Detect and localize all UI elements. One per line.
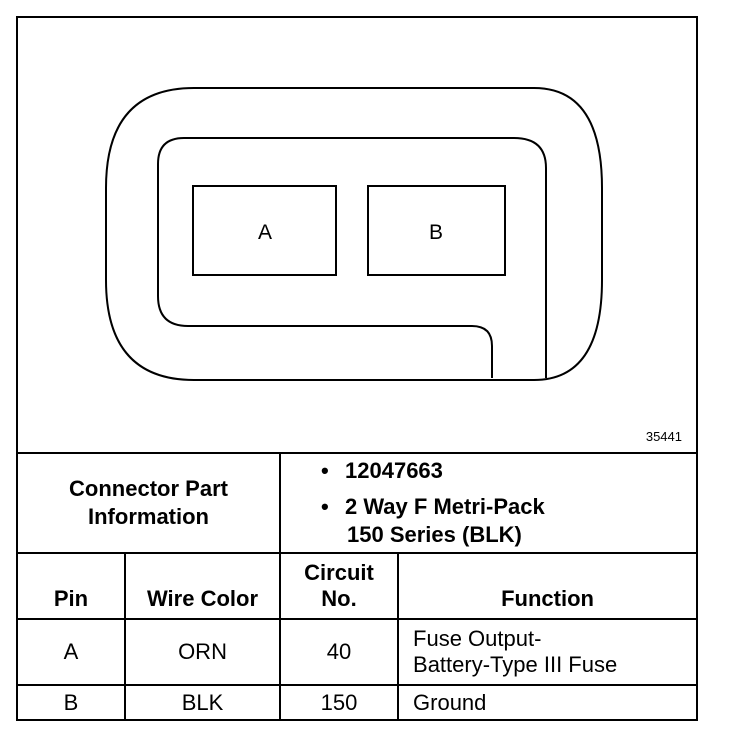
connector-part-label-line1: Connector Part — [69, 476, 228, 501]
function-cell: Ground — [397, 684, 697, 720]
wire-color-cell: ORN — [123, 618, 282, 686]
circuit-cell: 150 — [279, 684, 400, 720]
pin-cell: A — [18, 618, 126, 686]
header-circuit-no: Circuit No. — [279, 552, 400, 620]
figure-reference-number: 35441 — [645, 429, 682, 444]
connector-outer-outline — [105, 87, 603, 381]
header-circuit-line1: Circuit — [304, 560, 374, 585]
function-cell: Fuse Output- Battery-Type III Fuse — [397, 618, 697, 686]
cavity-a-label: A — [258, 221, 272, 244]
wire-color-cell: BLK — [123, 684, 282, 720]
header-circuit-line2: No. — [321, 586, 357, 611]
connector-part-label-line2: Information — [88, 504, 209, 529]
connector-figure: A B 35441 Connector Part Information •12… — [16, 16, 698, 721]
connector-info-table: Connector Part Information •12047663 •2 … — [18, 452, 697, 720]
function-line2: Battery-Type III Fuse — [413, 652, 618, 677]
connector-description-line2: 150 Series (BLK) — [347, 522, 522, 547]
cavity-b-label: B — [429, 221, 443, 244]
header-function: Function — [397, 552, 697, 620]
table-row: B BLK 150 Ground — [18, 684, 697, 720]
cavity-b-box — [367, 185, 506, 276]
pin-cell: B — [18, 684, 126, 720]
cavity-a-box — [192, 185, 337, 276]
table-header-row: Pin Wire Color Circuit No. Function — [18, 552, 697, 620]
connector-part-row: Connector Part Information •12047663 •2 … — [18, 452, 697, 554]
connector-part-details-cell: •12047663 •2 Way F Metri-Pack 150 Series… — [279, 452, 697, 554]
header-wire-color: Wire Color — [123, 552, 282, 620]
connector-part-label-cell: Connector Part Information — [18, 452, 282, 554]
connector-description-line1: 2 Way F Metri-Pack — [345, 494, 545, 519]
function-line1: Fuse Output- — [413, 626, 542, 651]
part-number: 12047663 — [345, 458, 443, 483]
connector-face-diagram: A B — [105, 87, 603, 381]
circuit-cell: 40 — [279, 618, 400, 686]
table-row: A ORN 40 Fuse Output- Battery-Type III F… — [18, 618, 697, 686]
header-pin: Pin — [18, 552, 126, 620]
connector-inner-outline — [157, 137, 547, 378]
